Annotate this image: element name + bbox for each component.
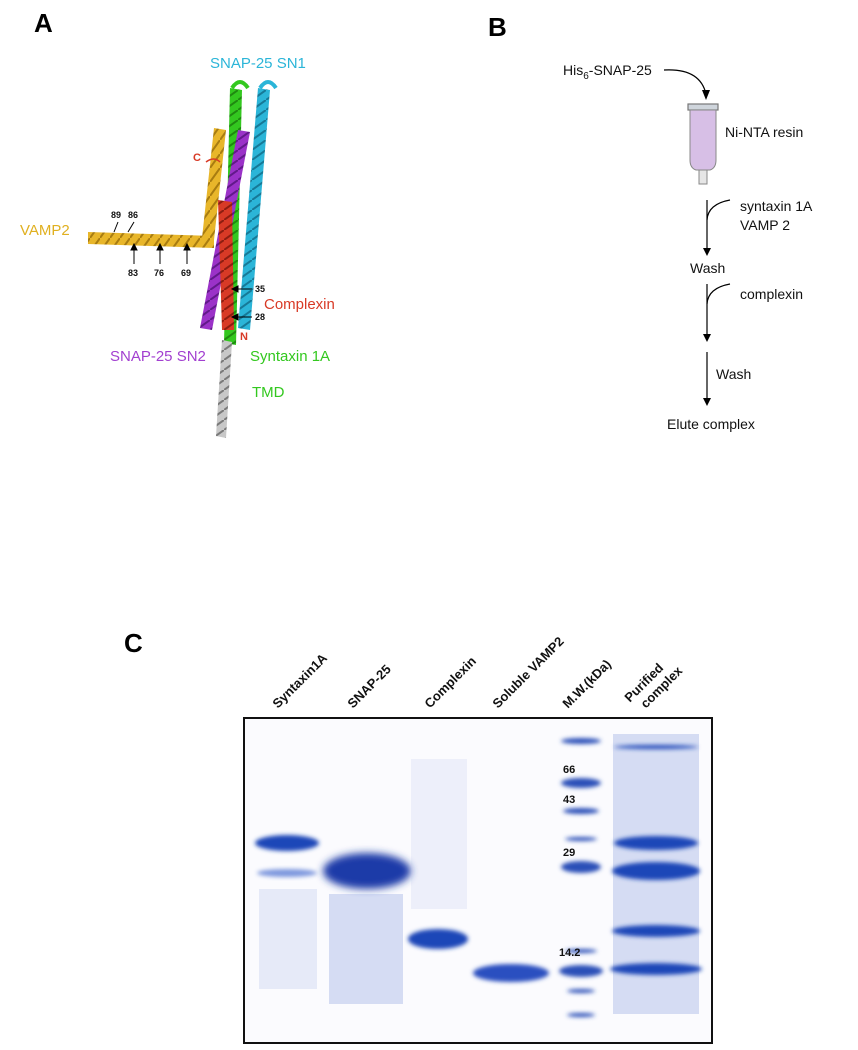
tmd-helix (216, 340, 232, 438)
sds-page-gel: 66 43 29 14.2 (243, 717, 713, 1044)
marker-43: 43 (563, 794, 576, 806)
wash-step-2: Wash (716, 366, 752, 382)
residue-86: 86 (128, 210, 139, 220)
gel-bands (255, 734, 702, 1017)
panel-b-letter: B (488, 12, 507, 42)
lane-label-mw: M.W.(kDa) (559, 656, 614, 711)
snare-structure-diagram (88, 80, 278, 438)
label-n-terminus: N (240, 331, 248, 343)
residue-35: 35 (255, 284, 266, 294)
ni-nta-column (689, 109, 717, 171)
residue-76: 76 (154, 268, 165, 278)
wash-step-1: Wash (690, 260, 726, 276)
syntaxin-1a-step: syntaxin 1A (740, 198, 813, 214)
resin-label: Ni-NTA resin (725, 124, 804, 140)
vamp2-helix-horizontal (88, 232, 214, 248)
lane-label-snap25: SNAP-25 (344, 661, 394, 711)
label-vamp2: VAMP2 (20, 222, 70, 239)
sn1-helix (238, 88, 270, 330)
label-syntaxin-1a: Syntaxin 1A (250, 348, 331, 365)
residue-89: 89 (111, 210, 122, 220)
lane-label-syntaxin1a: Syntaxin1A (269, 650, 331, 711)
his-snap25-label: His6-SNAP-25 (563, 62, 652, 82)
label-tmd: TMD (252, 384, 285, 401)
marker-14-2: 14.2 (559, 947, 581, 959)
vamp2-helix-vertical (202, 128, 226, 240)
marker-66: 66 (563, 764, 576, 776)
arrow-to-column (702, 90, 710, 100)
label-complexin: Complexin (264, 296, 335, 313)
lane-label-complexin: Complexin (421, 653, 480, 711)
residue-83: 83 (128, 268, 139, 278)
panel-c-letter: C (124, 628, 143, 658)
complexin-step: complexin (740, 286, 804, 302)
marker-29: 29 (563, 847, 576, 859)
c-terminal-loop (205, 158, 221, 163)
label-snap25-sn1: SNAP-25 SN1 (210, 55, 306, 72)
elute-step: Elute complex (667, 416, 755, 432)
panel-a-letter: A (34, 8, 53, 38)
residue-69: 69 (181, 268, 192, 278)
label-snap25-sn2: SNAP-25 SN2 (110, 348, 206, 365)
vamp2-step: VAMP 2 (740, 217, 791, 233)
purification-flow-arrows (663, 69, 731, 406)
complexin-helix (218, 200, 234, 330)
residue-28: 28 (255, 312, 266, 322)
label-c-terminus: C (193, 152, 201, 164)
lane-label-soluble-vamp2: Soluble VAMP2 (489, 633, 567, 711)
